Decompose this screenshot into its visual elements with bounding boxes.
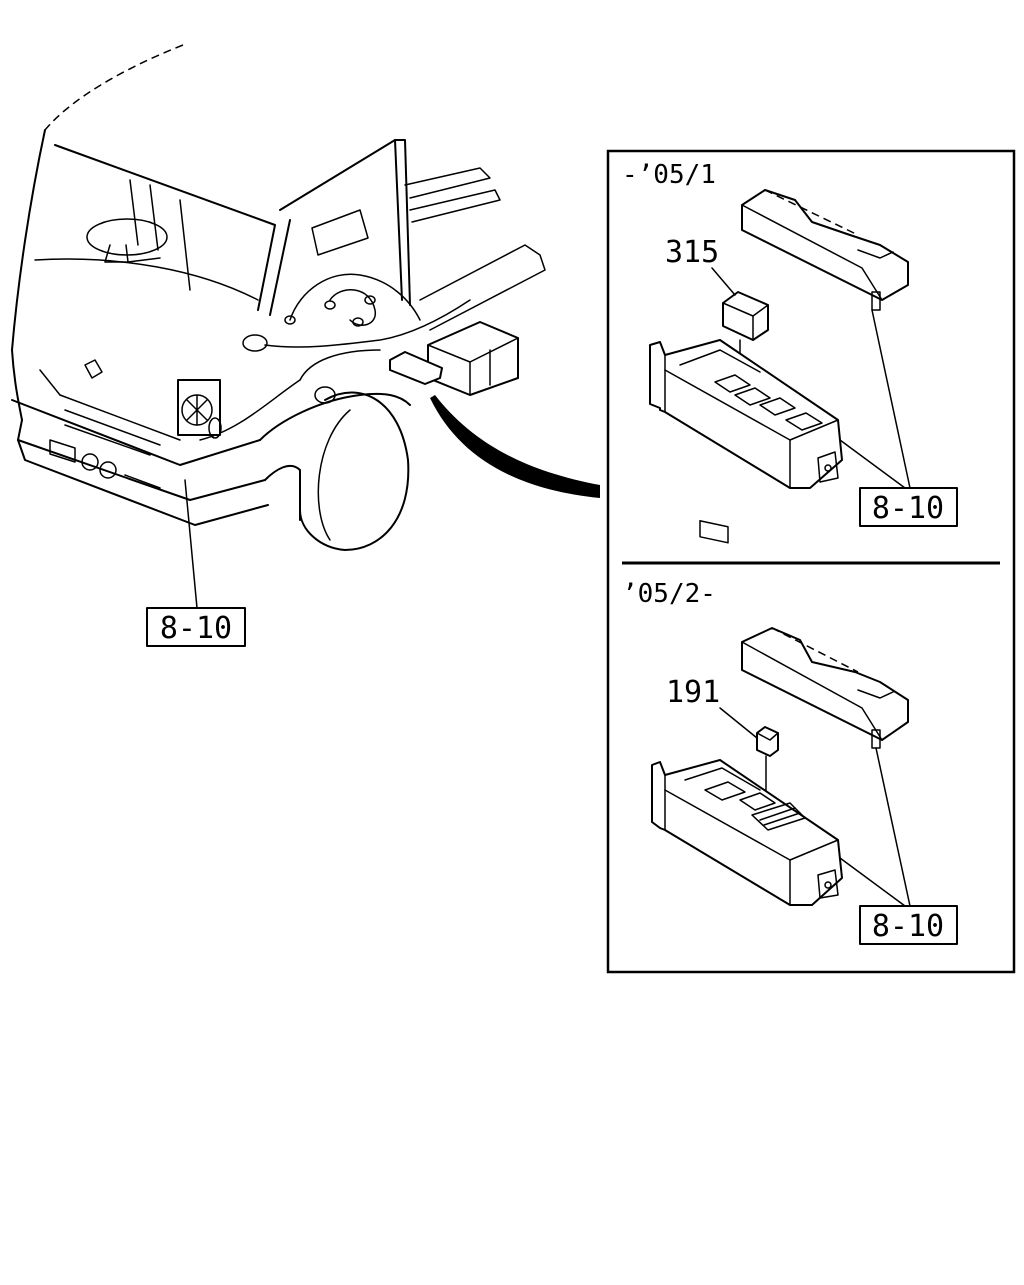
main-callout-box (146, 607, 246, 647)
lower-callout-box (859, 905, 958, 945)
lower-part-number: 191 (666, 675, 720, 710)
detail-frame-border (606, 149, 1016, 974)
upper-relay (711, 267, 769, 379)
upper-part-number: 315 (665, 235, 719, 270)
main-callout-ref: 8-10 (160, 611, 232, 646)
upper-fuse-box-cover (741, 189, 909, 311)
lower-fuse-box-cover (741, 627, 909, 749)
lower-panel: ’05/2- 191 (622, 579, 958, 945)
upper-panel: -’05/1 315 (622, 160, 958, 544)
upper-version-label: -’05/1 (622, 160, 716, 190)
upper-fuse-box-base (649, 339, 843, 544)
lower-callout-ref: 8-10 (872, 909, 944, 944)
upper-callout-ref: 8-10 (872, 491, 944, 526)
lower-version-label: ’05/2- (622, 579, 716, 609)
detail-frame (606, 149, 1016, 974)
upper-callout-box (859, 487, 958, 527)
lower-relay (719, 707, 779, 801)
main-callout: 8-10 (146, 607, 246, 647)
truck-cab-illustration (11, 44, 600, 609)
lower-fuse-box-base (651, 759, 843, 906)
